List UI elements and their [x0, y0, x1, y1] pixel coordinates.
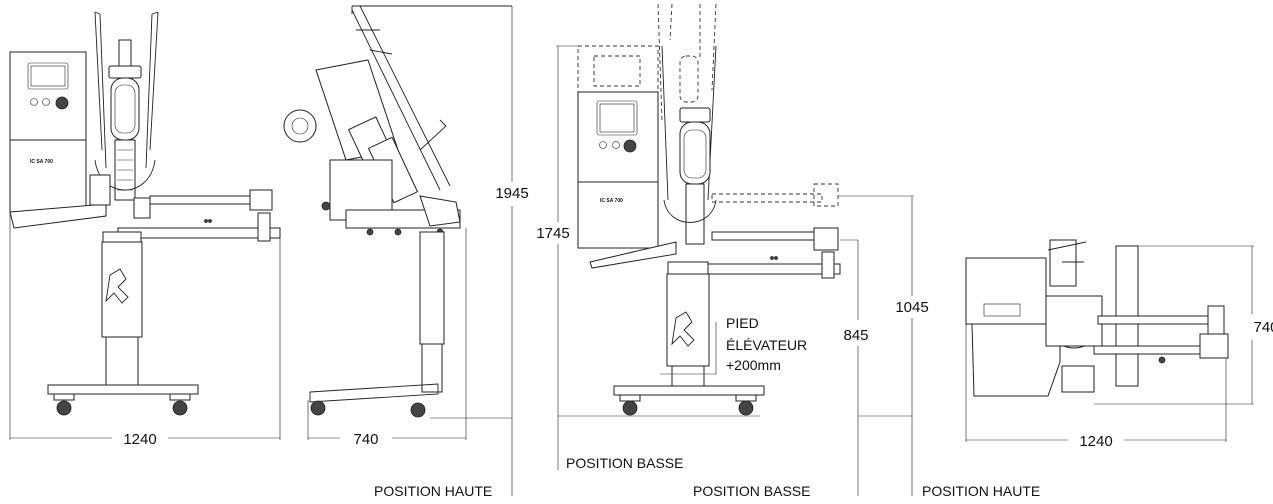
label-pied: PIED — [726, 315, 759, 331]
dim-top-depth: 740 — [1253, 319, 1273, 336]
cabinet-label: IC SA 700 — [30, 159, 53, 165]
label-position-basse-bottom: POSITION BASSE — [693, 483, 810, 499]
dim-max-height: 1945 — [495, 185, 528, 202]
top-view: 740 1240 — [965, 239, 1273, 450]
label-position-haute-right: POSITION HAUTE — [922, 483, 1040, 499]
cabinet-label-lifted: IC SA 700 — [600, 198, 623, 204]
dim-cabinet-height: 1745 — [536, 225, 569, 242]
label-position-basse-top: POSITION BASSE — [566, 455, 683, 471]
dim-top-width: 1240 — [1079, 433, 1112, 450]
dim-arm-high: 1045 — [895, 299, 928, 316]
label-position-haute-left: POSITION HAUTE — [374, 483, 492, 499]
front-view: IC SA 700 1240 — [9, 11, 281, 448]
label-200mm: +200mm — [726, 357, 781, 373]
side-view: 740 — [283, 5, 512, 448]
height-dimension-1945: 1945 POSITION HAUTE — [374, 6, 529, 499]
front-view-lifted: IC SA 700 PIED ÉLÉVATEUR +200mm — [536, 3, 1040, 499]
dim-side-depth: 740 — [353, 431, 378, 448]
dim-arm-low: 845 — [843, 327, 868, 344]
dim-front-width: 1240 — [123, 431, 156, 448]
label-elevateur: ÉLÉVATEUR — [726, 337, 807, 353]
